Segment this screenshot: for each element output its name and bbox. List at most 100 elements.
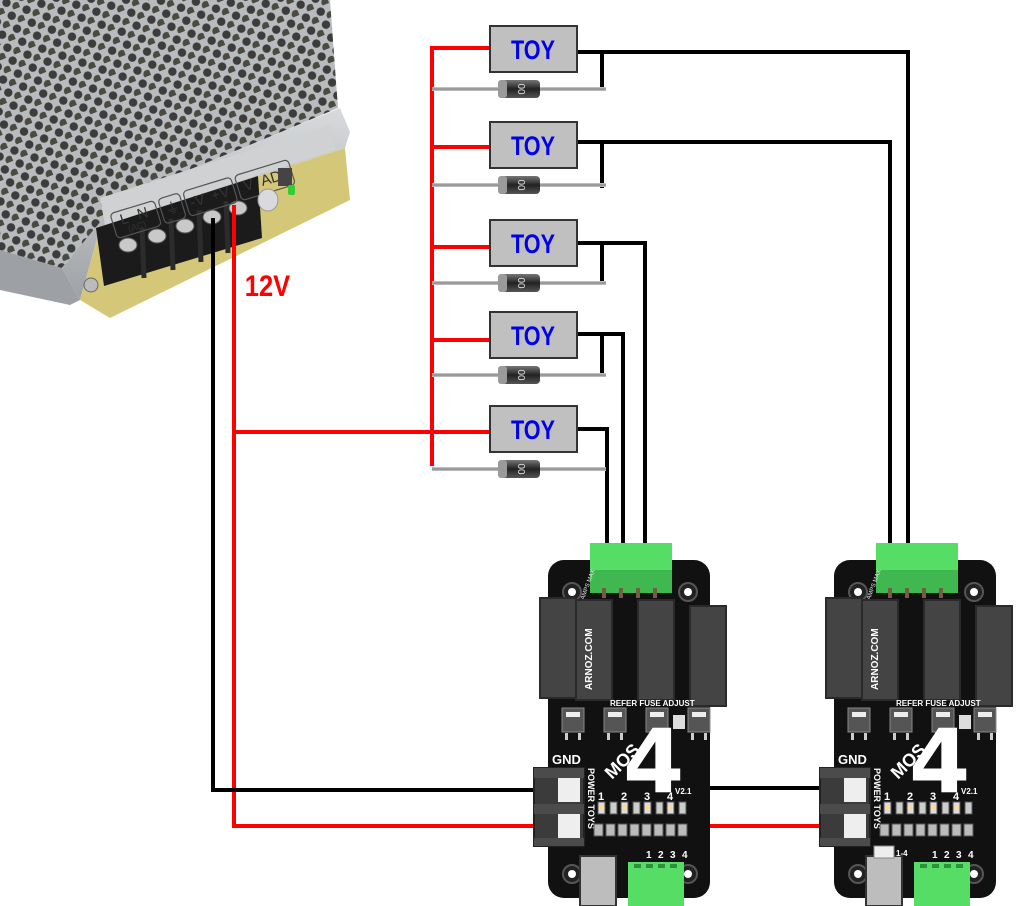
diode-body [498,460,540,478]
diode-cathode-band [498,460,507,478]
dc-jack[interactable] [865,855,903,906]
flyback-diode: 00 [432,366,606,384]
diode-body [498,366,540,384]
toy-label: TOY [511,230,555,260]
power-terminal-screw-vin[interactable] [844,814,866,838]
toy-box [489,311,578,359]
smd-component [963,823,974,837]
input-terminal-block[interactable] [628,862,684,906]
version-label: V2.1 [961,787,978,796]
channel-number: 4 [667,791,674,803]
mosfet-leg [649,733,652,740]
header-label: 1-4 [896,849,908,858]
fuse-holder [575,599,613,701]
smd-resistor [678,801,687,815]
model-number: 4 [623,710,684,813]
toy-label: TOY [511,416,555,446]
flyback-diode: 00 [432,460,606,478]
diode-marking: 00 [515,369,526,381]
power-terminal-screw-vin[interactable] [558,814,580,838]
fuse-holder [975,605,1013,707]
input-terminal-block[interactable] [914,862,970,906]
power-terminal-screw-gnd[interactable] [558,778,580,802]
diode-cathode-band [498,274,507,292]
terminal-pin [602,588,606,598]
smd-component [903,823,914,837]
smd-component [927,823,938,837]
smd-component [939,823,950,837]
toy-label: TOY [511,322,555,352]
psu-screw [83,277,99,293]
wire-toy-1-output [578,50,910,548]
wire-toy-4-output [578,332,625,548]
psu-label-v: V [241,176,256,195]
mosfet-leg [906,733,909,740]
mosfet-tab [978,712,992,717]
channel-led-lens [954,806,959,810]
psu-label-neg-v: -V [188,191,207,212]
terminal-pin [905,588,909,598]
fuse-holder [689,605,727,707]
psu-adjust-pot [257,188,279,212]
dc-jack[interactable] [579,855,617,906]
wire-psu-positive [232,205,566,828]
mosfet-leg [607,733,610,740]
power-terminal-ridge [534,838,584,846]
fuse-holder [637,599,675,701]
wire-psu-negative [211,218,566,792]
input-terminal-pin [956,864,963,868]
input-number: 2 [944,850,950,861]
channel-led-lens [599,806,604,810]
wire-toy-5-output [578,427,609,548]
mosfet-tab [566,712,580,717]
mosfet-leg [851,733,854,740]
toy-load: TOY 00 [432,311,606,384]
diode-cathode-band [498,80,507,98]
channel-led-lens [668,806,673,810]
mosfet-leg [704,733,707,740]
toy-box [489,219,578,267]
mosfet-tab [692,712,706,717]
mosfet-tab [852,712,866,717]
terminal-pin [888,588,892,598]
input-number: 4 [682,850,688,861]
mosfet-leg [565,733,568,740]
psu-label-n: N [135,204,150,223]
wire-positive-bus [430,46,491,466]
diode-cathode-band [498,176,507,194]
power-terminal-screw-gnd[interactable] [844,778,866,802]
power-toys-label: POWER TOYS [872,768,882,829]
wire-toy-3-output [578,241,647,548]
brand-label: ARNOZ.COM [584,628,595,690]
power-supply: L N (AC) ⏚ -V +V V ADJ [0,0,350,318]
qr-code [673,715,685,729]
output-terminal-lower [876,570,958,593]
mounting-hole-center [854,870,862,878]
psu-top-grille [0,0,338,270]
voltage-label: 12V [245,269,291,302]
mosfet-leg [864,733,867,740]
input-number: 3 [956,850,962,861]
mosfet-leg [691,733,694,740]
mosfet-leg [662,733,665,740]
diode-marking: 00 [515,83,526,95]
input-terminal-pin [634,864,641,868]
mounting-hole-center [568,870,576,878]
power-terminal-ridge [820,768,870,778]
fuse-holder [539,597,577,699]
header-connector[interactable] [873,845,895,859]
input-terminal-pin [646,864,653,868]
gnd-label: GND [838,752,867,767]
smd-component [653,823,664,837]
wires [211,46,910,828]
smd-component [629,823,640,837]
channel-number: 1 [884,791,890,803]
smd-resistor [941,801,950,815]
toy-label: TOY [511,132,555,162]
input-terminal-pin [670,864,677,868]
